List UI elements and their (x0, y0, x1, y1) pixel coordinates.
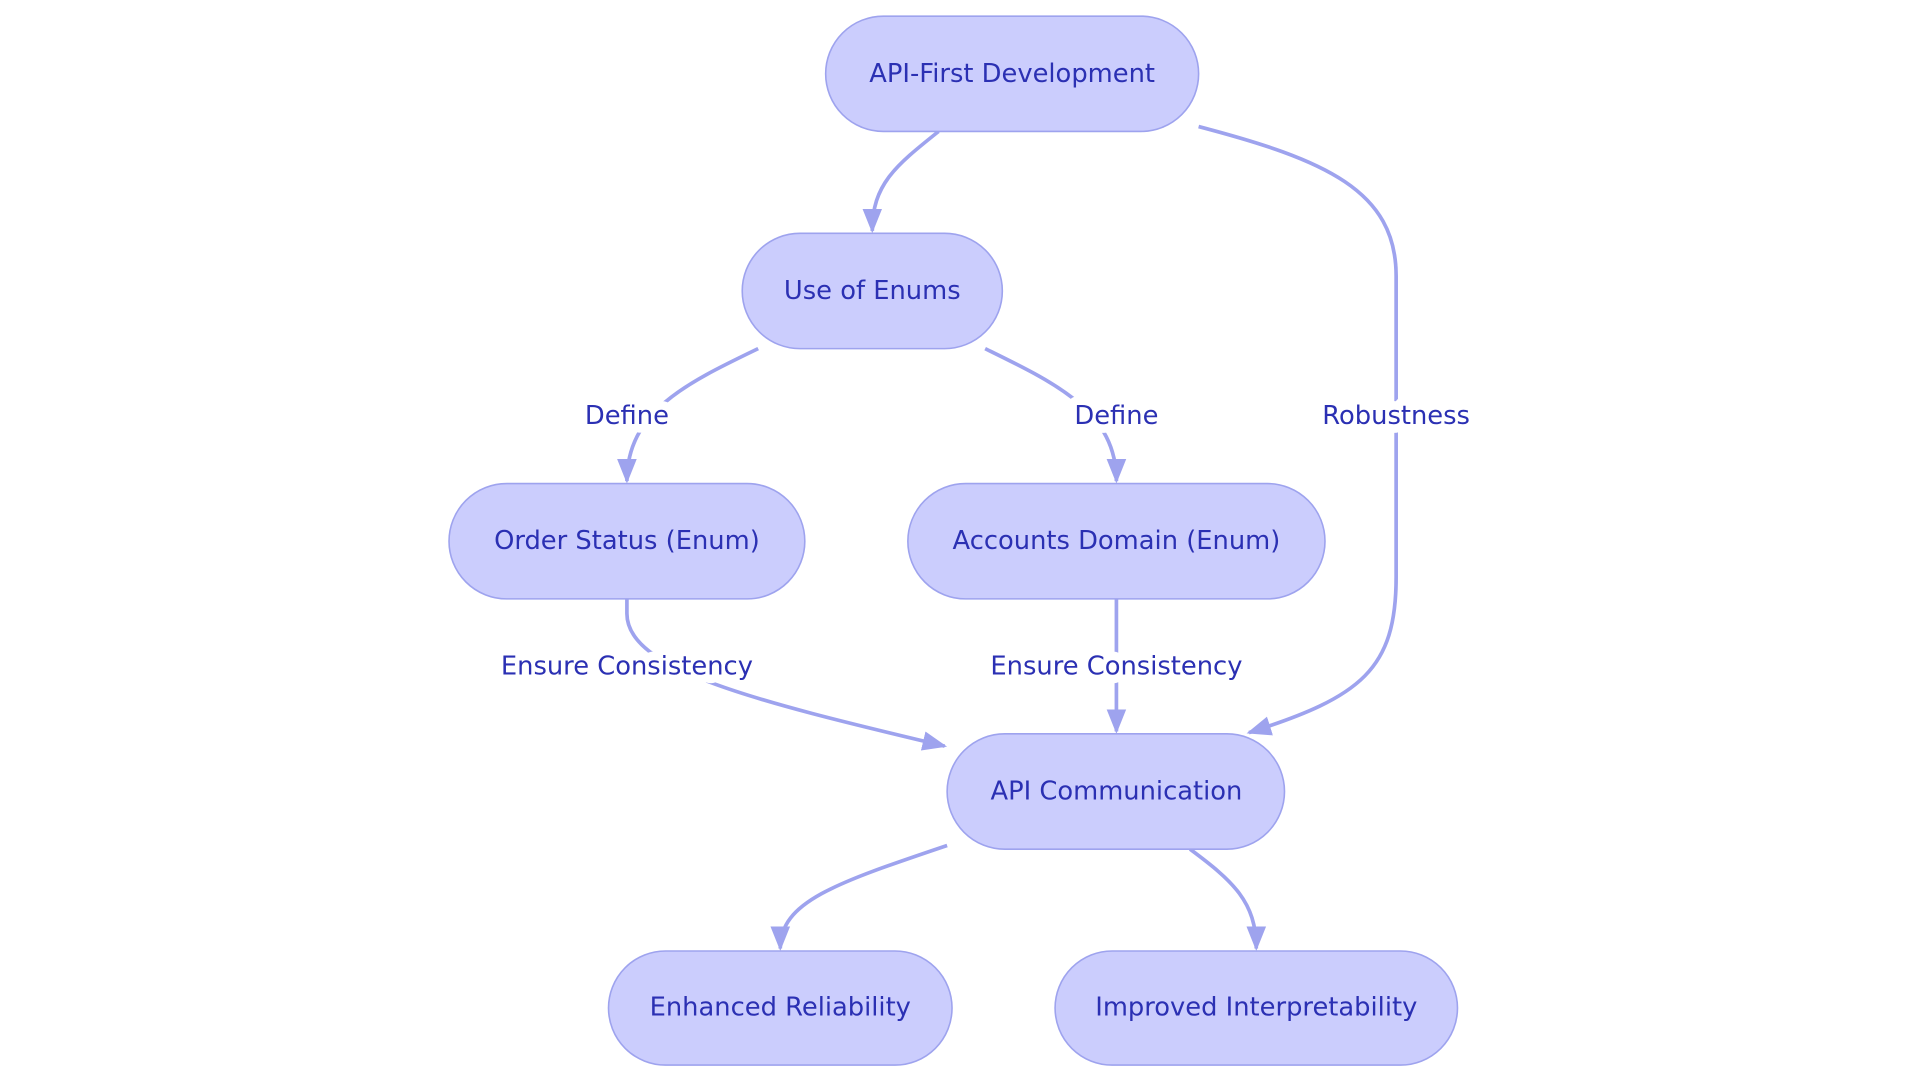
edge-order-status-to-api-comm (625, 598, 948, 751)
node-label: Use of Enums (784, 276, 961, 306)
edge-api-comm-to-interpretability (1188, 847, 1267, 951)
edge-api-comm-to-reliability (770, 843, 948, 951)
edge-label-define-accounts: Define (1074, 401, 1158, 431)
edge-label-robustness: Robustness (1322, 401, 1470, 431)
edge-label-define-order: Define (585, 401, 669, 431)
node-api-communication[interactable]: API Communication (946, 733, 1286, 850)
edge-label-ensure-consistency-order: Ensure Consistency (501, 651, 753, 681)
node-accounts-domain-enum[interactable]: Accounts Domain (Enum) (907, 482, 1326, 600)
node-use-of-enums[interactable]: Use of Enums (741, 232, 1004, 350)
node-label: Order Status (Enum) (494, 526, 760, 556)
edge-api-first-to-api-comm (1198, 124, 1398, 736)
node-label: Enhanced Reliability (650, 992, 911, 1022)
edge-enums-to-order-status (617, 346, 759, 484)
node-label: API Communication (990, 777, 1242, 807)
edge-label-ensure-consistency-accounts: Ensure Consistency (990, 651, 1242, 681)
node-order-status-enum[interactable]: Order Status (Enum) (448, 482, 806, 600)
node-label: API-First Development (869, 59, 1155, 89)
edge-api-first-to-enums (862, 130, 940, 234)
edge-enums-to-accounts-domain (984, 346, 1127, 484)
node-api-first-development[interactable]: API-First Development (824, 15, 1200, 133)
node-enhanced-reliability[interactable]: Enhanced Reliability (607, 950, 953, 1066)
node-improved-interpretability[interactable]: Improved Interpretability (1054, 950, 1459, 1066)
node-label: Accounts Domain (Enum) (953, 526, 1281, 556)
node-label: Improved Interpretability (1095, 992, 1417, 1022)
